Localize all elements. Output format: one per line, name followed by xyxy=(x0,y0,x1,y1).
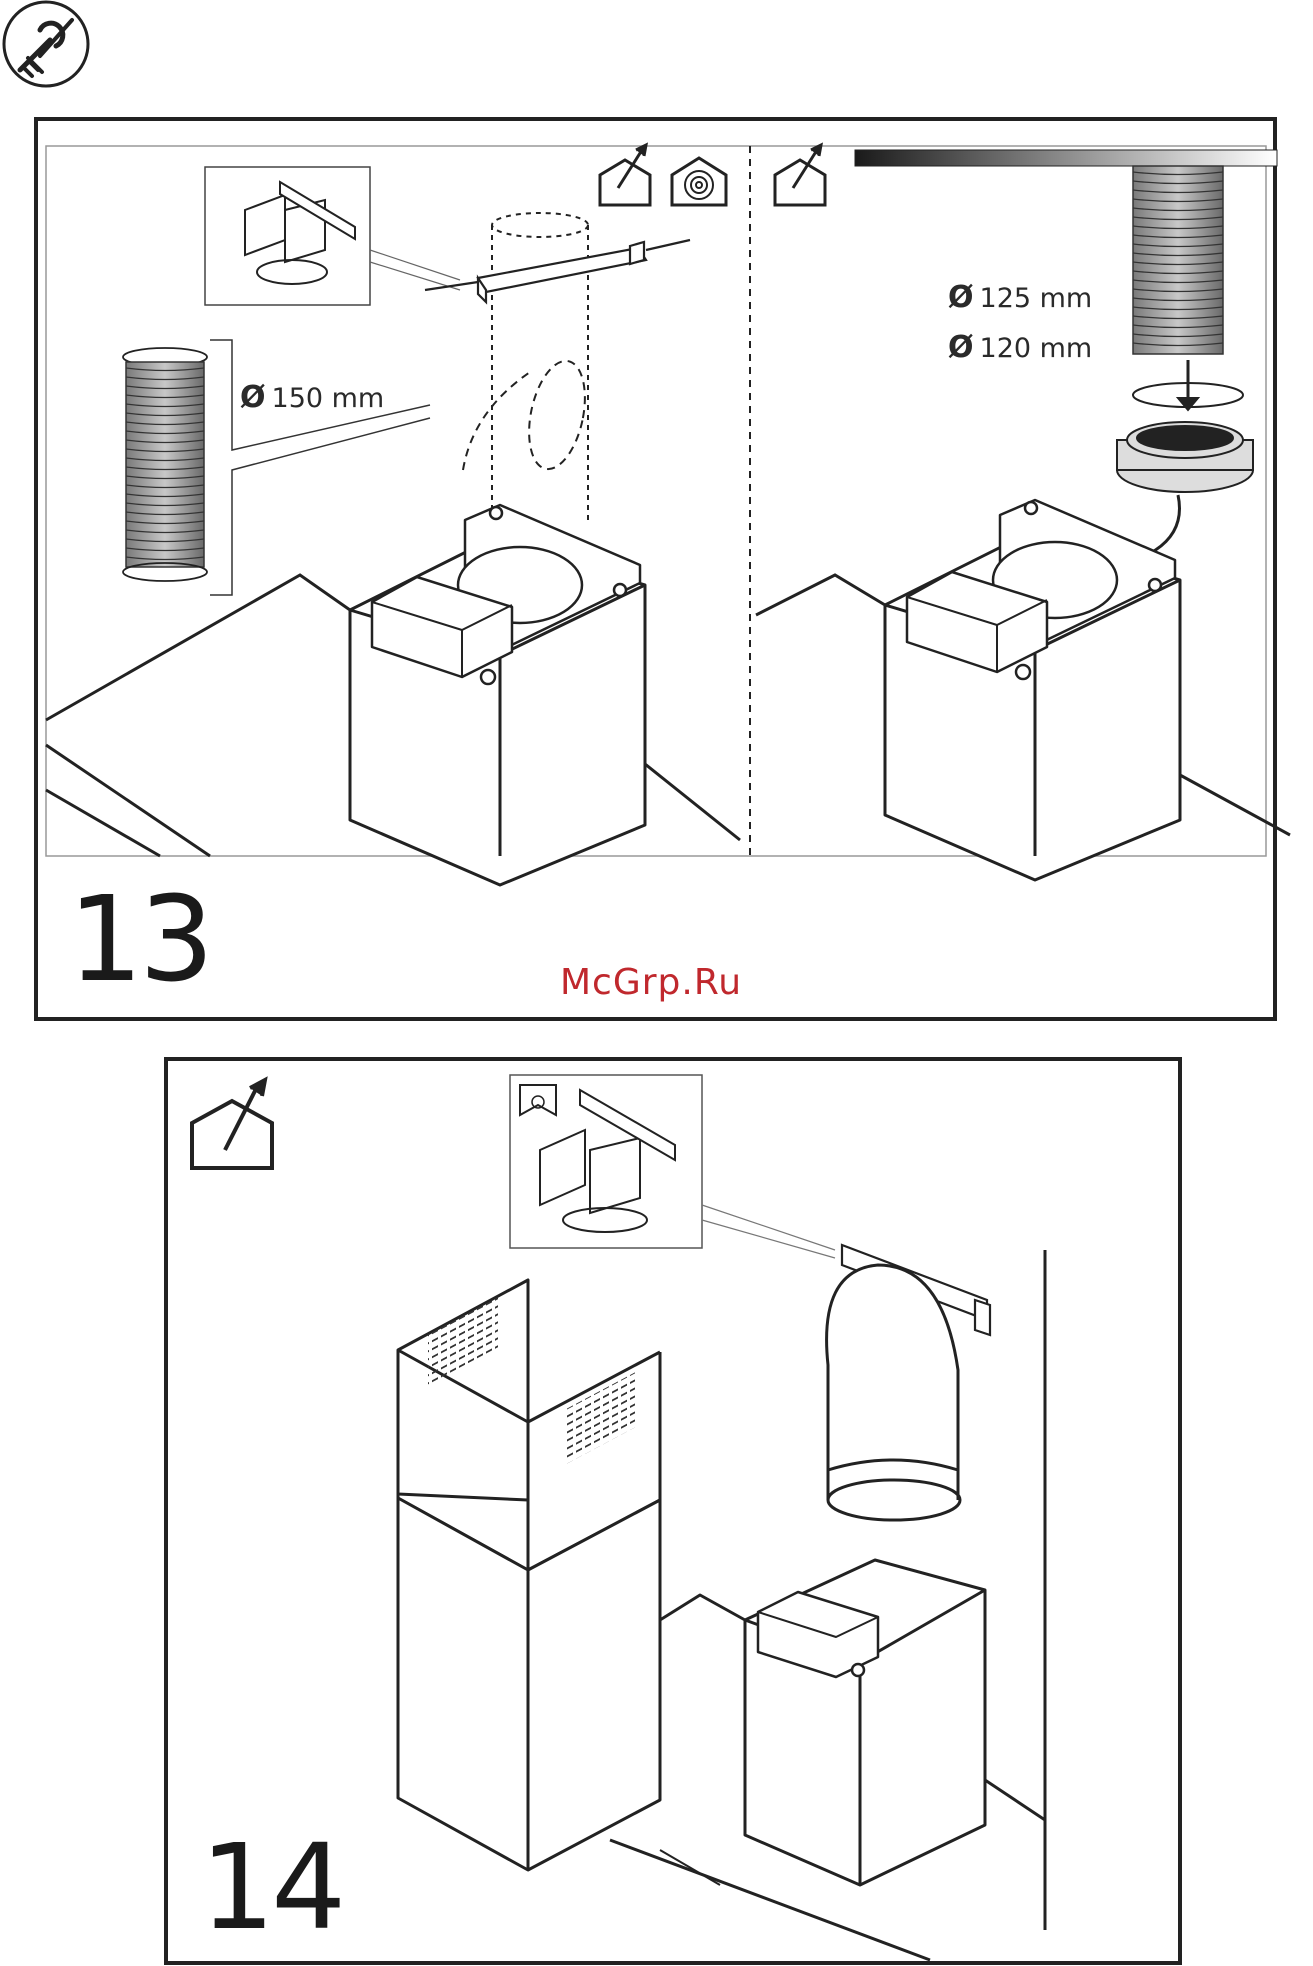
step13-adapter-collar xyxy=(1117,422,1253,492)
tools-icon xyxy=(4,2,88,86)
step14-motor-box xyxy=(610,1560,1045,1960)
diameter-value: 125 mm xyxy=(980,283,1093,314)
diameter-symbol: Ø xyxy=(948,280,974,315)
diameter-value: 150 mm xyxy=(272,383,385,414)
step13-motor-box-right xyxy=(885,500,1180,880)
step13-clamp-ring xyxy=(1133,360,1243,410)
step14-bracket-inset xyxy=(510,1075,835,1258)
ducted-house-icon-right xyxy=(775,145,825,205)
step13-ceiling-bar xyxy=(855,150,1277,166)
step14-number: 14 xyxy=(200,1828,342,1946)
diameter-symbol: Ø xyxy=(948,330,974,365)
step13-flex-duct-125 xyxy=(1133,166,1223,354)
watermark-text: McGrp.Ru xyxy=(560,962,742,1003)
ducted-house-icon-step14 xyxy=(192,1080,272,1168)
step13-bracket-inset xyxy=(205,167,460,305)
step13-number: 13 xyxy=(68,880,210,998)
step14-chimney xyxy=(398,1280,660,1870)
step13-motor-box xyxy=(350,505,645,885)
diameter-symbol: Ø xyxy=(240,380,266,415)
ducted-house-icon xyxy=(600,145,650,205)
recirculation-house-icon xyxy=(672,158,726,205)
diameter-value: 120 mm xyxy=(980,333,1093,364)
step13-mounting-bracket xyxy=(425,240,690,302)
step13-flex-duct-150 xyxy=(123,340,430,595)
